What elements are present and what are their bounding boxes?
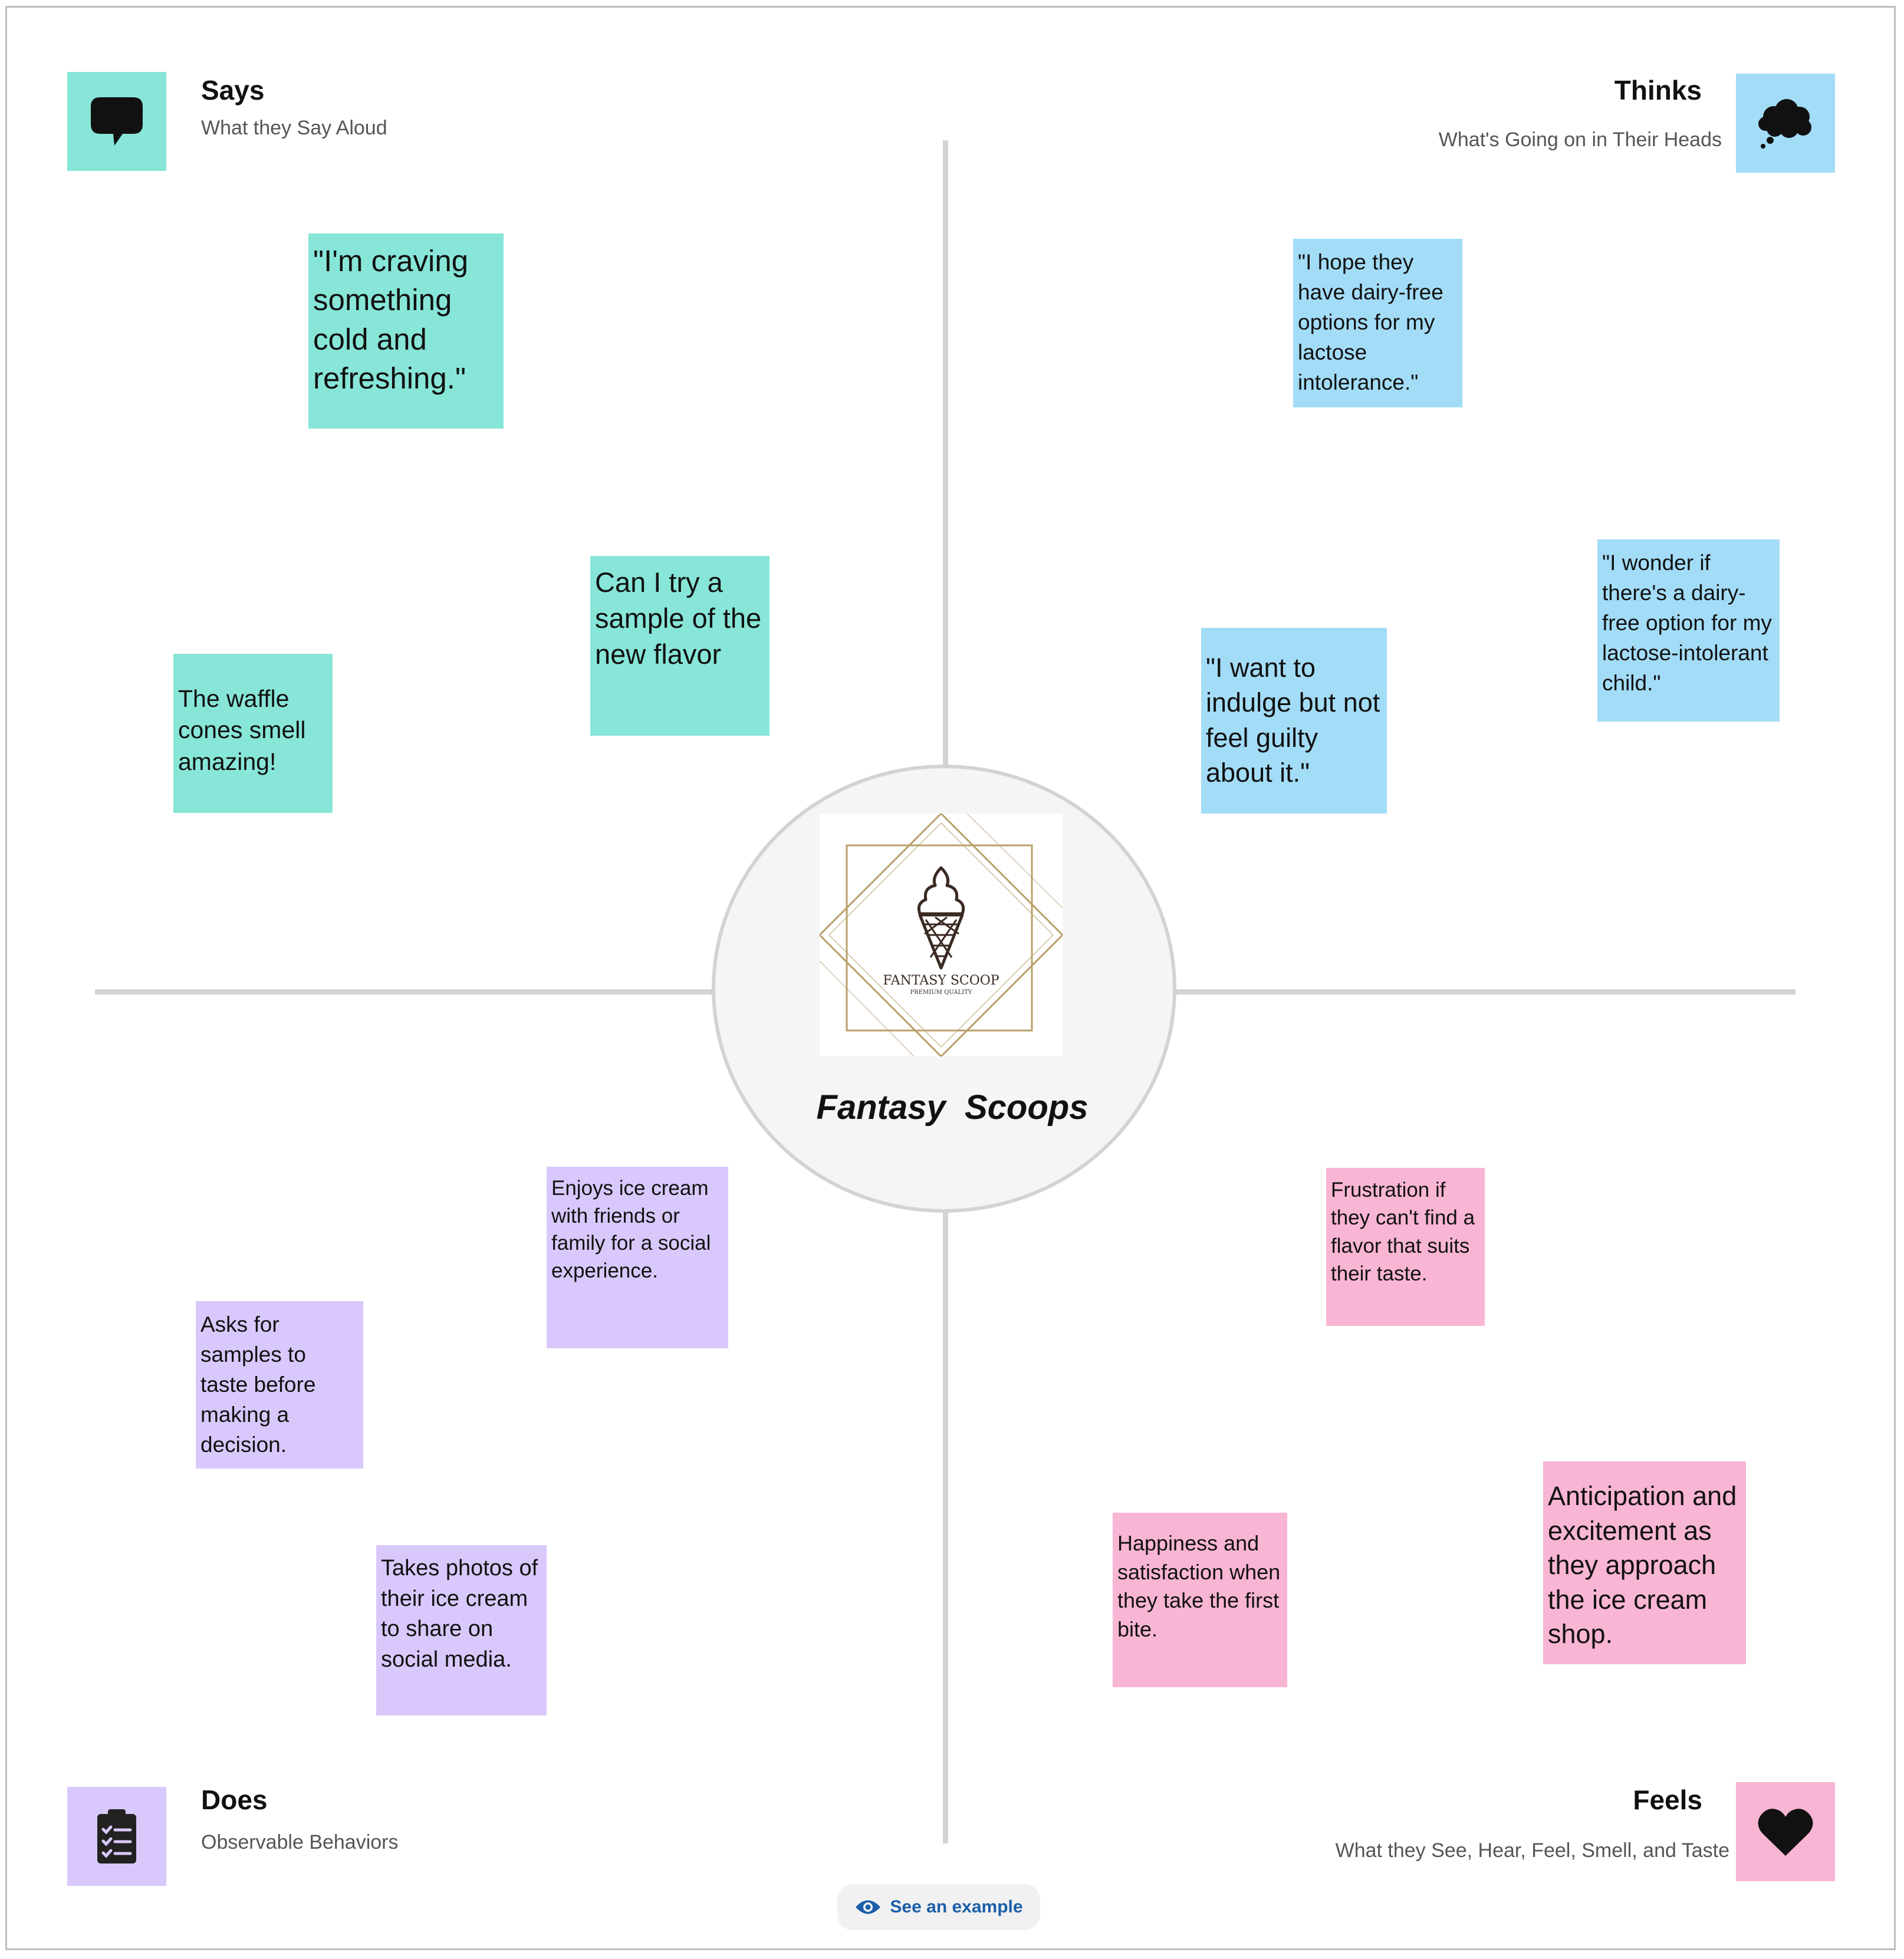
feels-title: Feels: [1633, 1784, 1702, 1815]
horizontal-axis-right: [1175, 989, 1796, 995]
says-subtitle: What they Say Aloud: [201, 117, 387, 139]
does-title: Does: [201, 1784, 268, 1815]
says-note[interactable]: Can I try a sample of the new flavor: [590, 556, 770, 736]
says-title: Says: [201, 75, 265, 106]
thinks-icon-box: [1736, 74, 1835, 173]
feels-subtitle: What they See, Hear, Feel, Smell, and Ta…: [1335, 1839, 1729, 1862]
ice-cream-cone-icon: [917, 866, 965, 970]
says-note[interactable]: The waffle cones smell amazing!: [173, 654, 333, 813]
says-note[interactable]: "I'm craving something cold and refreshi…: [308, 233, 504, 429]
clipboard-checklist-icon: [97, 1809, 136, 1863]
fantasy-scoop-logo: FANTASY SCOOP PREMIUM QUALITY: [818, 812, 1064, 1058]
feels-note[interactable]: Frustration if they can't find a flavor …: [1326, 1168, 1485, 1326]
does-icon-box: [67, 1787, 166, 1886]
vertical-axis-bottom: [943, 1210, 948, 1843]
thinks-title: Thinks: [1614, 75, 1702, 106]
speech-bubble-icon: [91, 97, 143, 146]
thinks-note[interactable]: "I wonder if there's a dairy-free option…: [1597, 539, 1780, 722]
vertical-axis-top: [943, 140, 948, 766]
thinks-note[interactable]: "I want to indulge but not feel guilty a…: [1201, 628, 1387, 814]
thought-cloud-icon: [1758, 99, 1811, 149]
does-subtitle: Observable Behaviors: [201, 1831, 399, 1853]
does-note[interactable]: Asks for samples to taste before making …: [196, 1301, 363, 1469]
does-note[interactable]: Takes photos of their ice cream to share…: [376, 1545, 547, 1716]
thinks-subtitle: What's Going on in Their Heads: [1438, 129, 1722, 151]
logo-text: FANTASY SCOOP: [883, 973, 999, 988]
logo-tagline: PREMIUM QUALITY: [910, 989, 972, 996]
feels-note[interactable]: Anticipation and excitement as they appr…: [1543, 1461, 1746, 1664]
thinks-note[interactable]: "I hope they have dairy-free options for…: [1293, 239, 1462, 407]
does-note[interactable]: Enjoys ice cream with friends or family …: [547, 1167, 728, 1348]
feels-note[interactable]: Happiness and satisfaction when they tak…: [1113, 1513, 1287, 1687]
says-icon-box: [67, 72, 166, 171]
canvas-frame: [5, 6, 1896, 1950]
horizontal-axis-left: [95, 989, 714, 995]
heart-icon: [1758, 1809, 1813, 1856]
feels-icon-box: [1736, 1782, 1835, 1881]
see-example-button[interactable]: See an example: [837, 1884, 1040, 1930]
eye-icon: [856, 1900, 881, 1914]
see-example-label: See an example: [890, 1897, 1023, 1917]
persona-title: Fantasy Scoops: [816, 1088, 1089, 1127]
